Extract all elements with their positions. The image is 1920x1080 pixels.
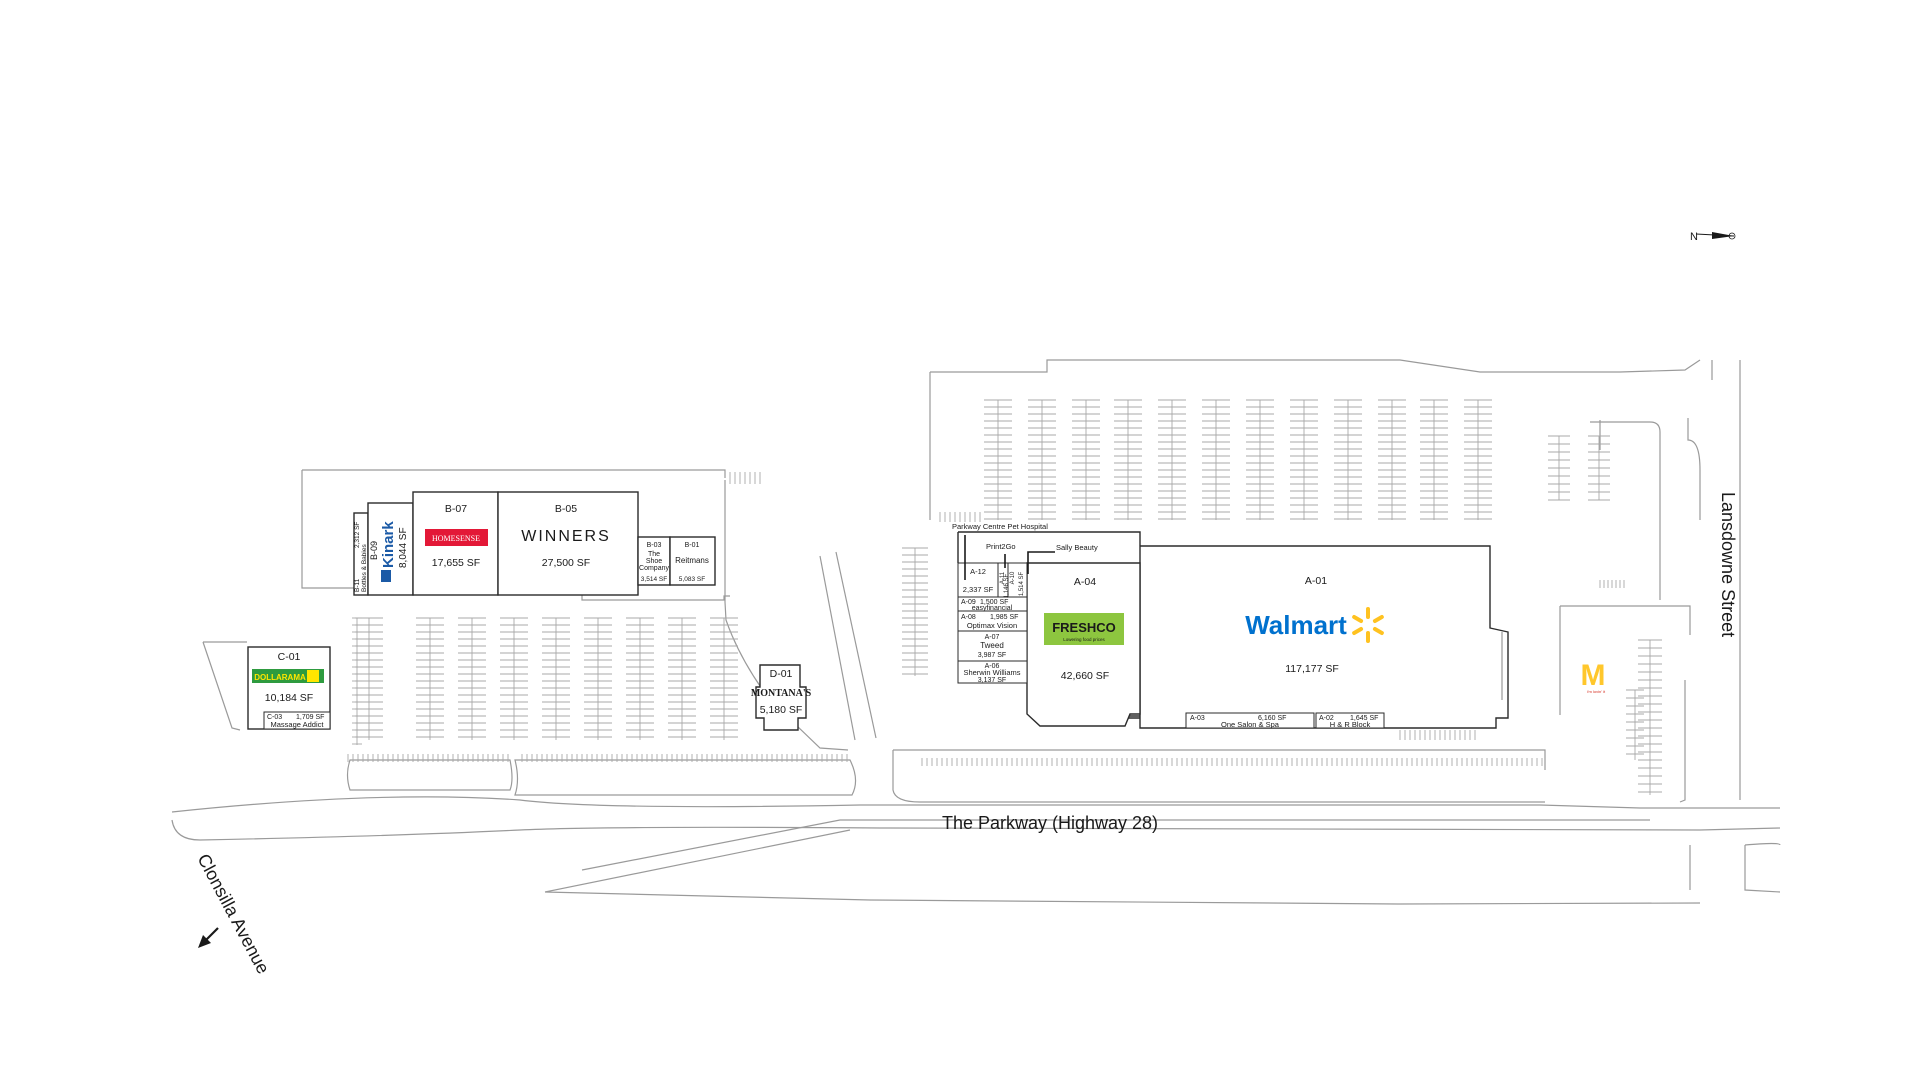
montanas-logo: MONTANA'S	[751, 688, 812, 699]
unit-a06-id: A-06	[985, 663, 1000, 670]
unit-b01-id: B-01	[685, 542, 700, 549]
unit-c01-sf: 10,184 SF	[265, 692, 313, 704]
freshco-tagline: Lowering food prices	[1063, 637, 1105, 642]
unit-a03-tenant: One Salon & Spa	[1221, 720, 1280, 729]
unit-a10-sf: 1,514 SF	[1019, 571, 1025, 596]
unit-b01	[669, 536, 716, 586]
road-the-parkway: The Parkway (Highway 28)	[942, 813, 1158, 833]
unit-c03-sf: 1,709 SF	[296, 714, 324, 721]
walmart-logo: Walmart	[1245, 610, 1347, 640]
unit-b11-tenant: Bottles & Babies	[361, 544, 368, 592]
unit-a11-sf: 1,146 SF	[1004, 573, 1010, 598]
unit-a04-sf: 42,660 SF	[1061, 670, 1109, 682]
unit-a07-sf: 3,987 SF	[978, 652, 1006, 659]
unit-b03-id: B-03	[647, 542, 662, 549]
unit-a02	[1315, 712, 1385, 729]
unit-c03-tenant: Massage Addict	[271, 720, 325, 729]
callout-lines	[964, 535, 1055, 580]
unit-d01-sf: 5,180 SF	[760, 704, 803, 716]
unit-a06	[957, 660, 1028, 684]
unit-a09-sf: 1,500 SF	[980, 599, 1008, 606]
unit-b03-tenant-line1: The	[648, 551, 660, 558]
kinark-icon	[381, 570, 391, 582]
homesense-logo	[425, 529, 488, 546]
unit-a01-sf: 117,177 SF	[1285, 663, 1339, 675]
kinark-logo: Kinark	[380, 521, 397, 568]
road-lansdowne-street: Lansdowne Street	[1718, 492, 1738, 637]
unit-b07-id: B-07	[445, 503, 467, 515]
unit-c01-id: C-01	[278, 651, 301, 663]
unit-d01-id: D-01	[770, 668, 793, 680]
unit-a12-sf: 2,337 SF	[963, 585, 994, 594]
unit-c03-id: C-03	[267, 714, 282, 721]
unit-b03-tenant-line2: Shoe	[646, 558, 662, 565]
unit-a08-tenant: Optimax Vision	[967, 621, 1017, 630]
unit-a06-sf: 3,137 SF	[978, 677, 1006, 684]
unit-b05-id: B-05	[555, 503, 577, 515]
unit-a09-tenant: easyfinancial	[972, 605, 1013, 612]
unit-a03-sf: 6,160 SF	[1258, 715, 1286, 722]
homesense-logo-text: HOMESENSE	[432, 534, 480, 543]
unit-a01-id: A-01	[1305, 575, 1327, 587]
unit-b09-sf: 8,044 SF	[398, 527, 409, 568]
clonsilla-arrow-icon	[198, 927, 219, 948]
unit-b05-winners	[497, 491, 639, 596]
unit-a10-id: A-10	[1010, 571, 1016, 584]
unit-b11-id: B-11	[354, 578, 361, 592]
unit-a12-id: A-12	[970, 567, 986, 576]
unit-b11-sf: 2,312 SF	[354, 522, 361, 548]
mcdonalds-arches-icon: M	[1581, 659, 1606, 692]
unit-d01-montanas	[755, 664, 807, 731]
buildings	[247, 491, 1618, 731]
unit-b09-id: B-09	[369, 541, 379, 560]
walmart-spark-icon	[1352, 607, 1384, 643]
dollarama-logo	[252, 669, 324, 683]
mcdonalds-tagline: i'm lovin' it	[1587, 689, 1606, 694]
unit-a08-id: A-08	[961, 614, 976, 621]
dollarama-logo-text: DOLLARAMA	[254, 673, 306, 682]
unit-a07	[957, 630, 1028, 662]
unit-a02-id: A-02	[1319, 715, 1334, 722]
unit-a07-tenant: Tweed	[980, 641, 1004, 650]
winners-logo: WINNERS	[521, 528, 611, 545]
unit-a03-id: A-03	[1190, 715, 1205, 722]
unit-b03-sf: 3,514 SF	[641, 576, 667, 583]
freshco-logo	[1044, 613, 1124, 645]
dollarama-logo-mark	[307, 670, 319, 682]
unit-b03-tenant-line3: Company	[639, 565, 669, 572]
parking-stalls	[347, 399, 1662, 795]
callout-pet-hospital: Parkway Centre Pet Hospital	[952, 522, 1048, 531]
unit-b01-tenant: Reitmans	[675, 556, 709, 565]
unit-b05-sf: 27,500 SF	[542, 557, 590, 569]
unit-a02-tenant: H & R Block	[1330, 720, 1371, 729]
unit-b03	[637, 536, 671, 586]
unit-a04-id: A-04	[1074, 576, 1096, 588]
unit-a02-sf: 1,645 SF	[1350, 715, 1378, 722]
unit-b07-sf: 17,655 SF	[432, 557, 480, 569]
north-arrow-icon: N	[1690, 231, 1736, 243]
unit-a09-id: A-09	[961, 599, 976, 606]
unit-a11-id: A-11	[1000, 571, 1006, 584]
callout-sally-beauty: Sally Beauty	[1056, 543, 1098, 552]
unit-a07-id: A-07	[985, 634, 1000, 641]
unit-a06-tenant: Sherwin Williams	[963, 668, 1020, 677]
labels: A-01 Walmart 117,177 SF A-04 FRESHCO Low…	[193, 231, 1738, 977]
unit-a03	[1185, 712, 1315, 729]
freshco-logo-text: FRESHCO	[1052, 620, 1116, 635]
unit-a08-sf: 1,985 SF	[990, 614, 1018, 621]
unit-c03	[263, 711, 331, 730]
curb-lines	[171, 359, 1781, 905]
north-arrow-letter: N	[1690, 231, 1698, 243]
callout-print2go: Print2Go	[986, 542, 1016, 551]
unit-b01-sf: 5,083 SF	[679, 576, 705, 583]
road-clonsilla-avenue: Clonsilla Avenue	[193, 850, 273, 977]
